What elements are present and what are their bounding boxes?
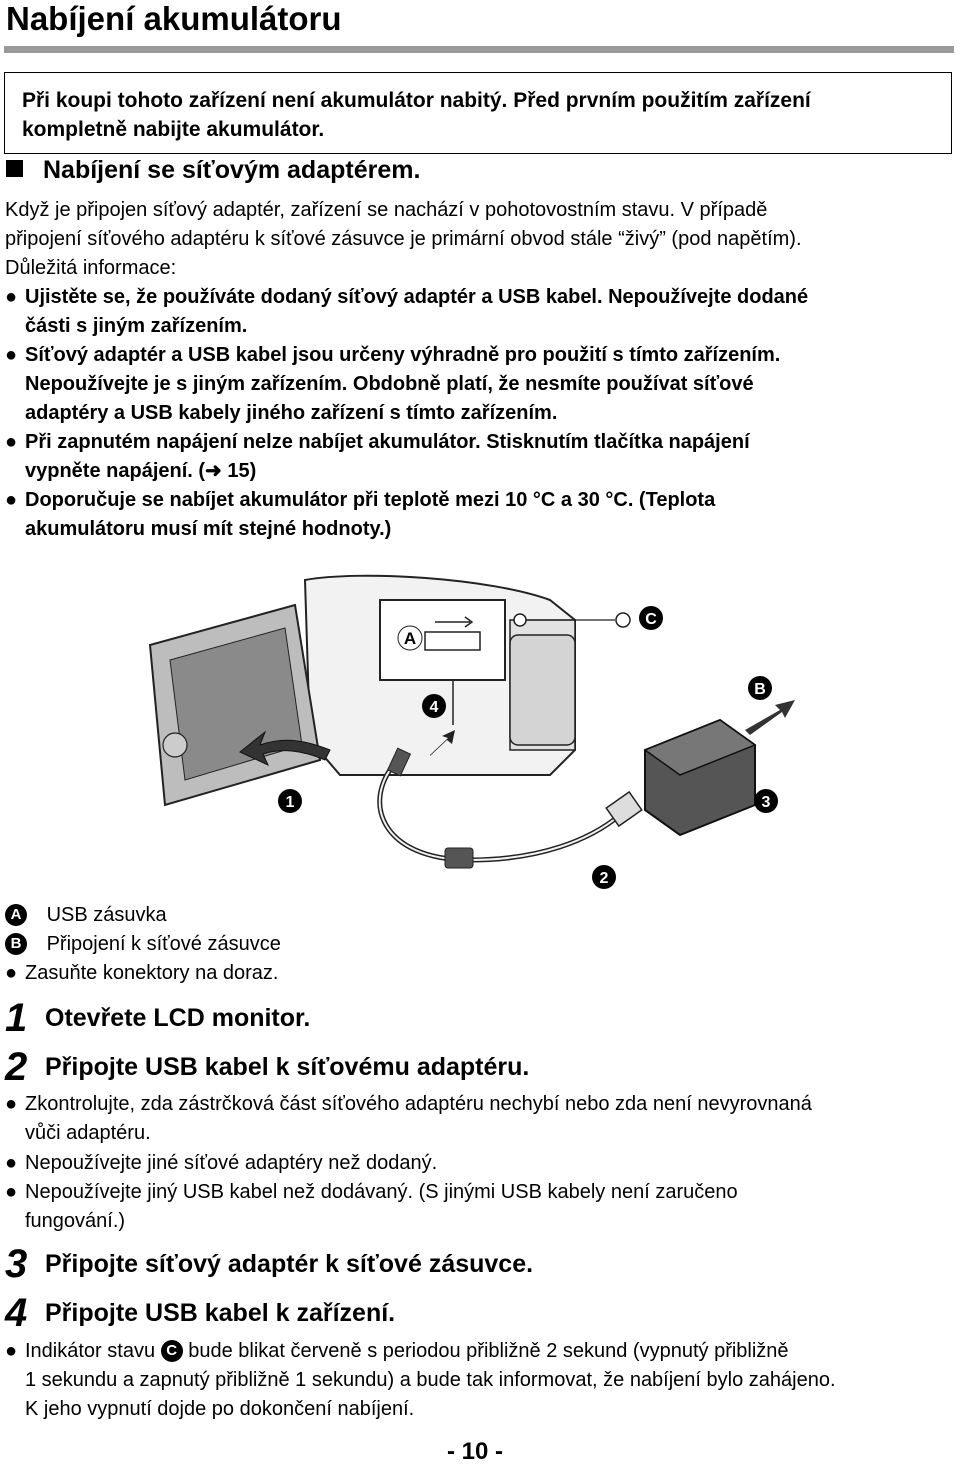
bullet-dot-icon: ● bbox=[5, 1093, 18, 1115]
note-box bbox=[4, 72, 952, 154]
bullet-dot-icon: ● bbox=[5, 344, 18, 366]
open-lcd-arrow-icon bbox=[239, 730, 331, 767]
step-marker-3: 3 bbox=[754, 789, 778, 813]
important-bullet-3: ● Při zapnutém napájení nelze nabíjet ak… bbox=[5, 428, 750, 486]
lcd-dial bbox=[162, 732, 188, 758]
bullet-dot-icon: ● bbox=[5, 1181, 18, 1203]
svg-text:A: A bbox=[404, 629, 416, 648]
bullet-dot-icon: ● bbox=[5, 286, 18, 308]
ferrite-core bbox=[444, 847, 474, 869]
step-marker-1: 1 bbox=[278, 789, 302, 813]
important-bullet-2: ● Síťový adaptér a USB kabel jsou určeny… bbox=[5, 341, 780, 428]
bullet-dot-icon: ● bbox=[5, 1152, 18, 1174]
insert-arrow-icon bbox=[430, 730, 455, 756]
svg-text:B: B bbox=[754, 681, 766, 698]
step2-bullet-1: ● Zkontrolujte, zda zástrčková část síťo… bbox=[5, 1090, 812, 1148]
usb-plug-small bbox=[386, 747, 412, 777]
bullet-dot-icon: ● bbox=[5, 1340, 18, 1362]
step2-bullet-2: ● Nepoužívejte jiné síťové adaptéry než … bbox=[5, 1149, 437, 1178]
legend-a: A USB zásuvka bbox=[5, 901, 167, 930]
bullet-dot-icon: ● bbox=[5, 962, 18, 984]
page-number: - 10 - bbox=[447, 1438, 504, 1465]
svg-text:4: 4 bbox=[430, 699, 439, 716]
page-title: Nabíjení akumulátoru bbox=[6, 0, 342, 37]
usb-socket-icon bbox=[424, 631, 481, 651]
step4-bullet: ● Indikátor stavu C bude blikat červeně … bbox=[5, 1337, 836, 1424]
ac-plug-arrow-icon bbox=[745, 700, 795, 735]
ac-adapter-top bbox=[643, 719, 757, 776]
svg-text:C: C bbox=[645, 611, 657, 628]
usb-symbol-icon bbox=[435, 616, 474, 628]
camcorder-lens-housing bbox=[509, 634, 576, 746]
important-bullet-4: ● Doporučuje se nabíjet akumulátor při t… bbox=[5, 486, 715, 544]
step-marker-2: 2 bbox=[592, 865, 616, 889]
step-marker-4: 4 bbox=[422, 694, 446, 718]
section-heading: Nabíjení se síťovým adaptérem. bbox=[6, 156, 420, 185]
status-indicator-marker: C bbox=[160, 1340, 183, 1362]
important-bullet-1: ● Ujistěte se, že používáte dodaný síťov… bbox=[5, 283, 808, 341]
svg-text:2: 2 bbox=[600, 870, 609, 887]
intro-text: Když je připojen síťový adaptér, zařízen… bbox=[5, 199, 802, 250]
charging-illustration: A C B 1 2 3 4 bbox=[148, 574, 795, 889]
marker-a: A bbox=[397, 625, 423, 651]
bullet-dot-icon: ● bbox=[5, 431, 18, 453]
legend-bullet: ● Zasuňte konektory na doraz. bbox=[5, 959, 278, 988]
status-lamp-icon bbox=[513, 613, 527, 627]
bullet-dot-icon: ● bbox=[5, 489, 18, 511]
svg-text:1: 1 bbox=[286, 794, 295, 811]
marker-c: C bbox=[639, 606, 663, 630]
square-bullet-icon bbox=[6, 160, 23, 177]
usb-plug-large bbox=[605, 790, 643, 828]
title-rule bbox=[4, 46, 954, 53]
svg-text:3: 3 bbox=[762, 794, 771, 811]
callout-marker-c bbox=[615, 612, 631, 628]
important-label: Důležitá informace: bbox=[5, 257, 177, 279]
legend-b: B Připojení k síťové zásuvce bbox=[5, 930, 281, 959]
marker-b: B bbox=[748, 676, 772, 700]
note-text: Při koupi tohoto zařízení není akumuláto… bbox=[22, 89, 811, 141]
step2-bullet-3: ● Nepoužívejte jiný USB kabel než dodáva… bbox=[5, 1178, 738, 1236]
